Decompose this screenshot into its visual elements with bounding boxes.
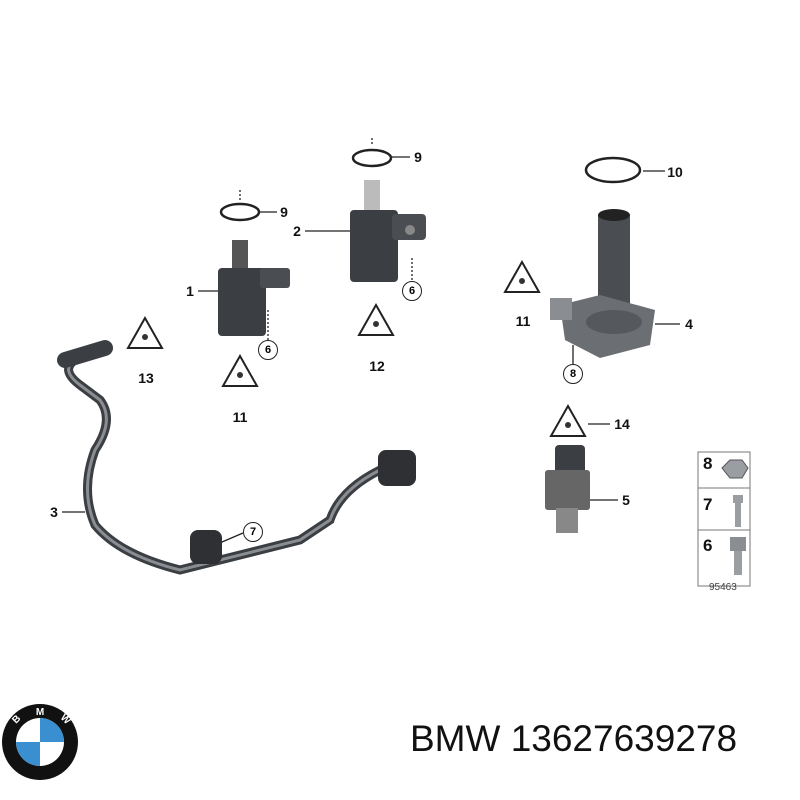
diagram-number: 95463 — [709, 582, 737, 593]
sensor-1 — [218, 240, 290, 336]
callout-14: 14 — [614, 416, 630, 432]
callout-3: 3 — [50, 504, 58, 520]
circled-callout-6: 6 — [402, 281, 422, 301]
legend-item-8: 8 — [703, 454, 713, 473]
wire-harness — [57, 340, 385, 575]
circled-callout-8: 8 — [563, 364, 583, 384]
svg-text:M: M — [36, 707, 44, 718]
circled-callout-7: 7 — [243, 522, 263, 542]
callout-10: 10 — [667, 164, 683, 180]
callout-2: 2 — [293, 223, 301, 239]
bmw-logo: M B W — [2, 704, 78, 780]
circled-callout-6: 6 — [258, 340, 278, 360]
part-number-title: BMW 13627639278 — [410, 718, 738, 759]
legend-item-6: 6 — [703, 536, 713, 555]
callout-11: 11 — [515, 313, 531, 329]
oil-level-sensor — [550, 209, 655, 358]
callout-9: 9 — [414, 149, 422, 165]
callout-9: 9 — [280, 204, 288, 220]
o-ring-icon — [219, 148, 642, 222]
pressure-switch — [545, 445, 590, 533]
callout-11: 11 — [232, 409, 248, 425]
callout-5: 5 — [622, 492, 630, 508]
callout-1: 1 — [186, 283, 194, 299]
callout-4: 4 — [685, 316, 693, 332]
sensor-2 — [350, 180, 426, 282]
callout-13: 13 — [138, 370, 154, 386]
callout-12: 12 — [369, 358, 385, 374]
legend-item-7: 7 — [703, 495, 713, 514]
